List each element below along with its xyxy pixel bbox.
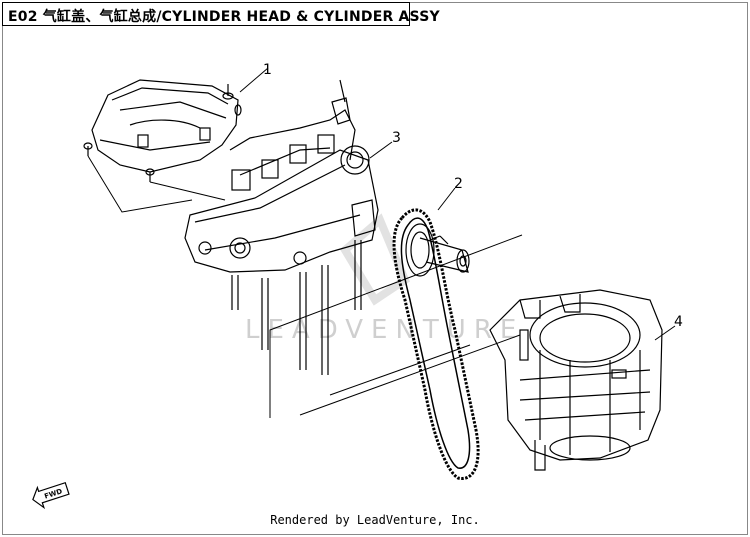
footer-credit: Rendered by LeadVenture, Inc. [270, 513, 480, 527]
leader-lines-4 [654, 325, 676, 341]
timing-chain[interactable] [392, 208, 480, 480]
watermark: LEADVENTURE [245, 315, 524, 345]
callout-2: 2 [454, 176, 463, 192]
callout-4: 4 [674, 314, 683, 330]
leader-lines-3 [269, 141, 523, 418]
camshaft-sprocket[interactable] [405, 223, 470, 277]
title-box: E02 气缸盖、气缸总成/CYLINDER HEAD & CYLINDER AS… [2, 2, 440, 26]
callout-3: 3 [392, 130, 401, 146]
cylinder-head[interactable] [184, 79, 379, 273]
cylinder-head-studs [231, 240, 362, 375]
leader-lines-2 [437, 187, 456, 211]
callout-1: 1 [263, 62, 272, 78]
cylinder-head-cover[interactable] [83, 79, 242, 182]
page-title: E02 气缸盖、气缸总成/CYLINDER HEAD & CYLINDER AS… [8, 9, 440, 25]
leader-lines-1 [87, 67, 269, 213]
fwd-arrow-icon: FWD [32, 481, 70, 510]
cylinder[interactable] [489, 289, 663, 471]
